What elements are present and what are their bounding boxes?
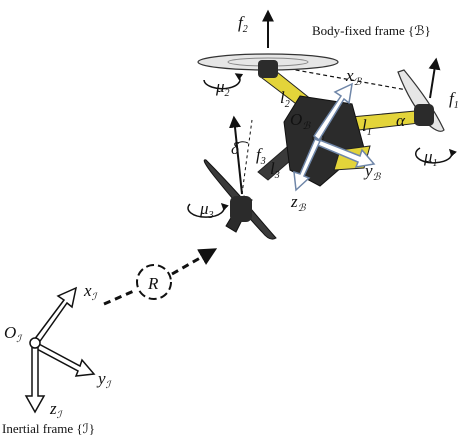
label-body-z: zℬ <box>290 192 307 214</box>
label-mu3: μ3 <box>199 199 214 221</box>
inertial-frame-caption: Inertial frame {ℐ} <box>2 421 95 436</box>
label-mu1: μ1 <box>423 147 438 169</box>
rotor-3 <box>203 115 277 240</box>
inertial-origin-dot <box>29 337 41 349</box>
force-arrow-f3 <box>229 115 243 195</box>
moment-arc-mu1 <box>415 147 457 164</box>
rotation-dash-out <box>171 248 218 276</box>
rotation-mapping: R <box>103 248 218 306</box>
label-f3: f3 <box>256 145 266 167</box>
force-arrow-f1 <box>428 57 441 99</box>
label-mu2: μ2 <box>215 77 230 99</box>
label-body-x: xℬ <box>345 66 363 88</box>
label-body-y: yℬ <box>363 161 382 183</box>
body-z-axis-arrow <box>293 138 322 192</box>
label-f2: f2 <box>238 13 248 35</box>
label-l1: l1 <box>362 116 372 138</box>
body-frame-axes <box>293 82 376 192</box>
rotor-2-motor <box>258 60 278 78</box>
rotation-circle <box>136 264 172 300</box>
label-inertial-y: yℐ <box>96 369 113 391</box>
moment-arc-mu3 <box>187 202 229 218</box>
label-l3: l3 <box>270 159 280 181</box>
rotor-1 <box>397 57 445 132</box>
label-f1: f1 <box>449 89 459 111</box>
inertial-x-axis-arrow <box>33 286 78 346</box>
label-inertial-x: xℐ <box>83 281 99 303</box>
body-frame-caption: Body-fixed frame {ℬ} <box>312 23 431 38</box>
rotation-dash-in <box>103 288 137 306</box>
rotor-3-motor <box>230 196 252 222</box>
label-body-origin: Oℬ <box>290 110 311 132</box>
label-l2: l2 <box>280 88 290 110</box>
body-y-axis-arrow <box>314 138 376 168</box>
inertial-y-axis-arrow <box>34 341 96 377</box>
moment-arc-mu2 <box>203 73 244 90</box>
rotor-3-vertical-dashed <box>241 119 253 195</box>
rotor-link-dashed-line <box>267 64 419 93</box>
label-alpha: α <box>396 111 406 130</box>
inertial-z-axis-arrow <box>24 343 46 414</box>
rotor-2 <box>197 9 339 78</box>
label-inertial-origin: Oℐ <box>4 323 23 345</box>
label-delta: δ <box>231 139 240 158</box>
delta-angle-arc <box>235 141 249 145</box>
body-x-axis-arrow <box>312 82 353 142</box>
inertial-frame-axes <box>24 286 96 414</box>
label-rotation-R: R <box>147 274 159 293</box>
rotor-1-motor <box>414 104 434 126</box>
label-inertial-z: zℐ <box>49 399 64 421</box>
